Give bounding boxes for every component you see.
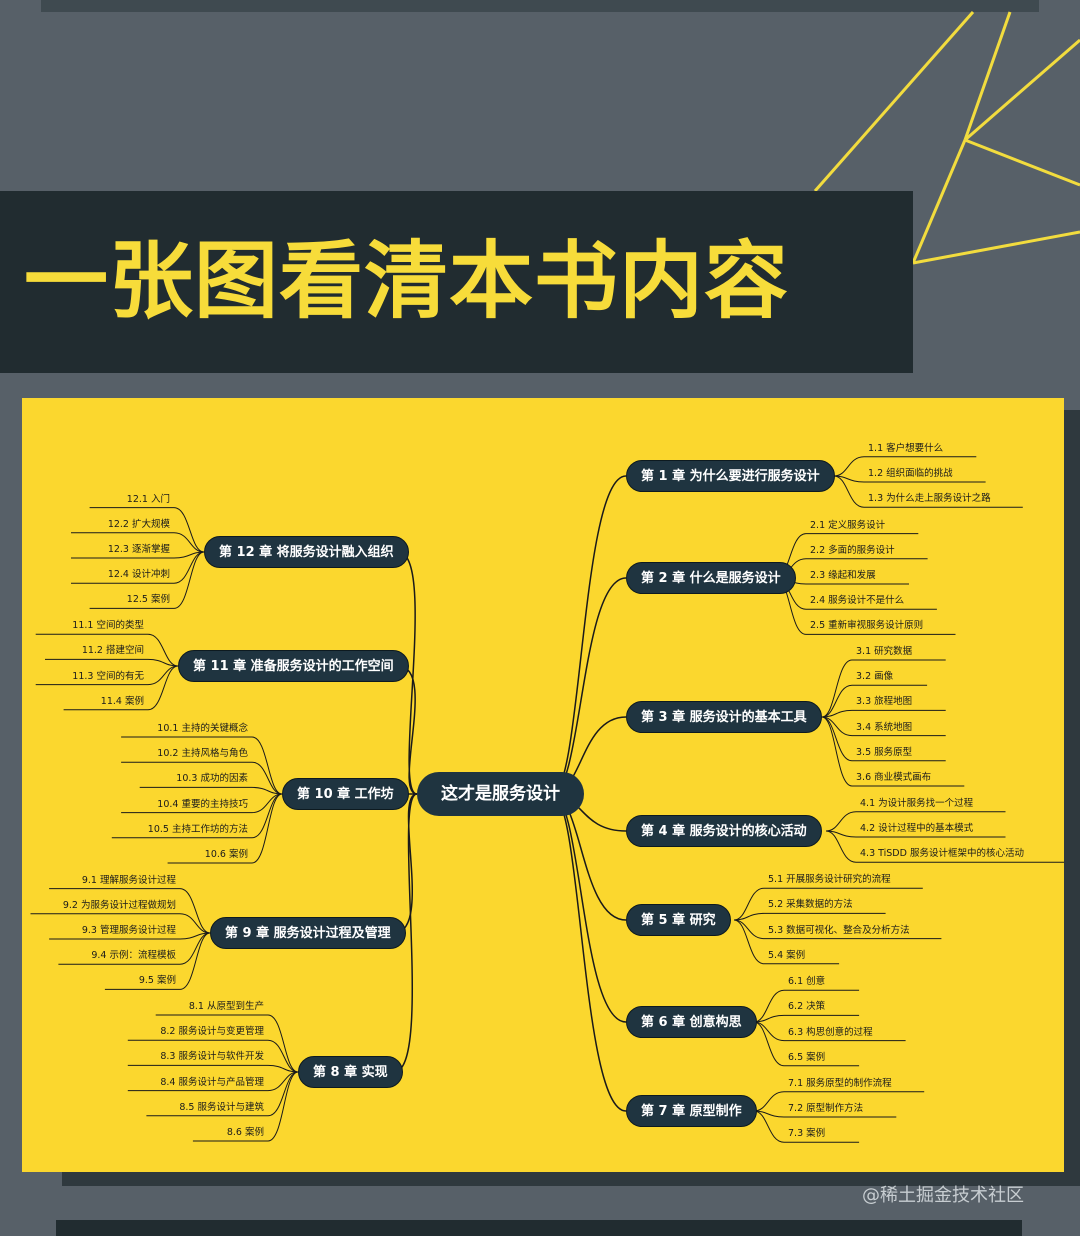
subtopic-right: 5.2 采集数据的方法 [768,899,853,911]
subtopic-left: 10.3 成功的因素 [176,773,248,785]
subtopic-right: 5.3 数据可视化、整合及分析方法 [768,924,910,936]
subtopic-left: 9.4 示例：流程模板 [91,950,176,962]
subtopic-right: 2.1 定义服务设计 [810,519,886,531]
subtopic-right: 4.3 TiSDD 服务设计框架中的核心活动 [860,848,1024,860]
subtopic-right: 2.2 多面的服务设计 [810,544,895,556]
subtopic-right: 3.4 系统地图 [856,721,913,733]
mindmap-canvas: 这才是服务设计 第 1 章 为什么要进行服务设计 1.1 客户想要什么 1.2 组织面… [22,398,1064,1172]
subtopic-right: 7.2 原型制作方法 [788,1103,864,1114]
subtopic-right: 7.3 案例 [788,1128,826,1140]
subtopic-left: 8.2 服务设计与变更管理 [160,1026,264,1038]
chapter-node-right: 第 6 章 创意构思 [626,1006,757,1038]
subtopic-left: 8.5 服务设计与建筑 [179,1101,264,1113]
chapter-node-left: 第 9 章 服务设计过程及管理 [210,917,406,949]
subtopic-right: 3.5 服务原型 [856,746,913,758]
subtopic-left: 11.3 空间的有无 [72,670,144,682]
chapter-node-right: 第 1 章 为什么要进行服务设计 [626,460,835,492]
subtopic-left: 12.2 扩大规模 [107,518,170,530]
subtopic-left: 8.1 从原型到生产 [188,1001,264,1012]
subtopic-left: 11.1 空间的类型 [72,620,144,632]
subtopic-left: 11.4 案例 [100,695,144,707]
chapter-node-right: 第 4 章 服务设计的核心活动 [626,815,822,847]
watermark: @稀土掘金技术社区 [862,1185,1024,1206]
subtopic-right: 3.2 画像 [856,671,894,683]
subtopic-right: 2.4 服务设计不是什么 [810,595,905,607]
subtopic-left: 11.2 搭建空间 [81,645,144,657]
subtopic-left: 10.4 重要的主持技巧 [157,798,248,810]
chapter-node-right: 第 2 章 什么是服务设计 [626,562,796,594]
chapter-node-right: 第 5 章 研究 [626,904,731,936]
subtopic-right: 6.2 决策 [788,1001,826,1013]
subtopic-left: 8.6 案例 [226,1127,264,1138]
subtopic-right: 4.1 为设计服务找一个过程 [860,797,974,809]
subtopic-right: 6.1 创意 [788,976,826,988]
chapter-node-left: 第 8 章 实现 [298,1056,403,1088]
subtopic-left: 9.1 理解服务设计过程 [81,874,176,886]
subtopic-right: 5.4 案例 [768,949,806,961]
bottom-decor-band [56,1220,1022,1236]
subtopic-right: 1.1 客户想要什么 [868,442,944,454]
subtopic-left: 8.4 服务设计与产品管理 [160,1076,264,1088]
subtopic-right: 7.1 服务原型的制作流程 [788,1077,892,1089]
subtopic-right: 6.5 案例 [788,1051,826,1063]
subtopic-right: 3.3 旅程地图 [856,696,913,708]
subtopic-right: 5.1 开展服务设计研究的流程 [768,874,891,886]
page-title: 一张图看清本书内容 [24,232,790,330]
subtopic-left: 12.1 入门 [126,493,170,505]
subtopic-left: 10.2 主持风格与角色 [157,748,248,760]
subtopic-right: 1.3 为什么走上服务设计之路 [868,493,991,505]
chapter-node-left: 第 11 章 准备服务设计的工作空间 [178,650,409,682]
top-decor-band [41,0,1039,12]
subtopic-left: 10.1 主持的关键概念 [157,723,248,734]
subtopic-right: 4.2 设计过程中的基本模式 [860,823,974,834]
subtopic-right: 2.5 重新审视服务设计原则 [810,620,924,632]
subtopic-left: 10.5 主持工作坊的方法 [147,823,248,835]
subtopic-left: 9.2 为服务设计过程做规划 [62,899,176,911]
subtopic-left: 9.3 管理服务设计过程 [81,925,176,936]
subtopic-right: 1.2 组织面临的挑战 [868,468,953,479]
chapter-node-left: 第 12 章 将服务设计融入组织 [204,536,409,568]
chapter-node-left: 第 10 章 工作坊 [282,778,409,810]
subtopic-left: 10.6 案例 [204,849,248,860]
subtopic-left: 12.3 逐渐掌握 [107,544,170,555]
subtopic-left: 9.5 案例 [138,975,176,987]
subtopic-right: 6.3 构思创意的过程 [788,1026,873,1038]
subtopic-left: 12.4 设计冲刺 [107,569,170,581]
subtopic-right: 2.3 缘起和发展 [810,570,876,581]
subtopic-right: 3.6 商业模式画布 [856,772,932,783]
subtopic-left: 12.5 案例 [126,594,170,606]
subtopic-left: 8.3 服务设计与软件开发 [160,1051,264,1063]
central-topic: 这才是服务设计 [417,772,584,816]
chapter-node-right: 第 3 章 服务设计的基本工具 [626,701,822,733]
title-banner [0,191,913,373]
chapter-node-right: 第 7 章 原型制作 [626,1095,757,1127]
subtopic-right: 3.1 研究数据 [856,646,913,657]
